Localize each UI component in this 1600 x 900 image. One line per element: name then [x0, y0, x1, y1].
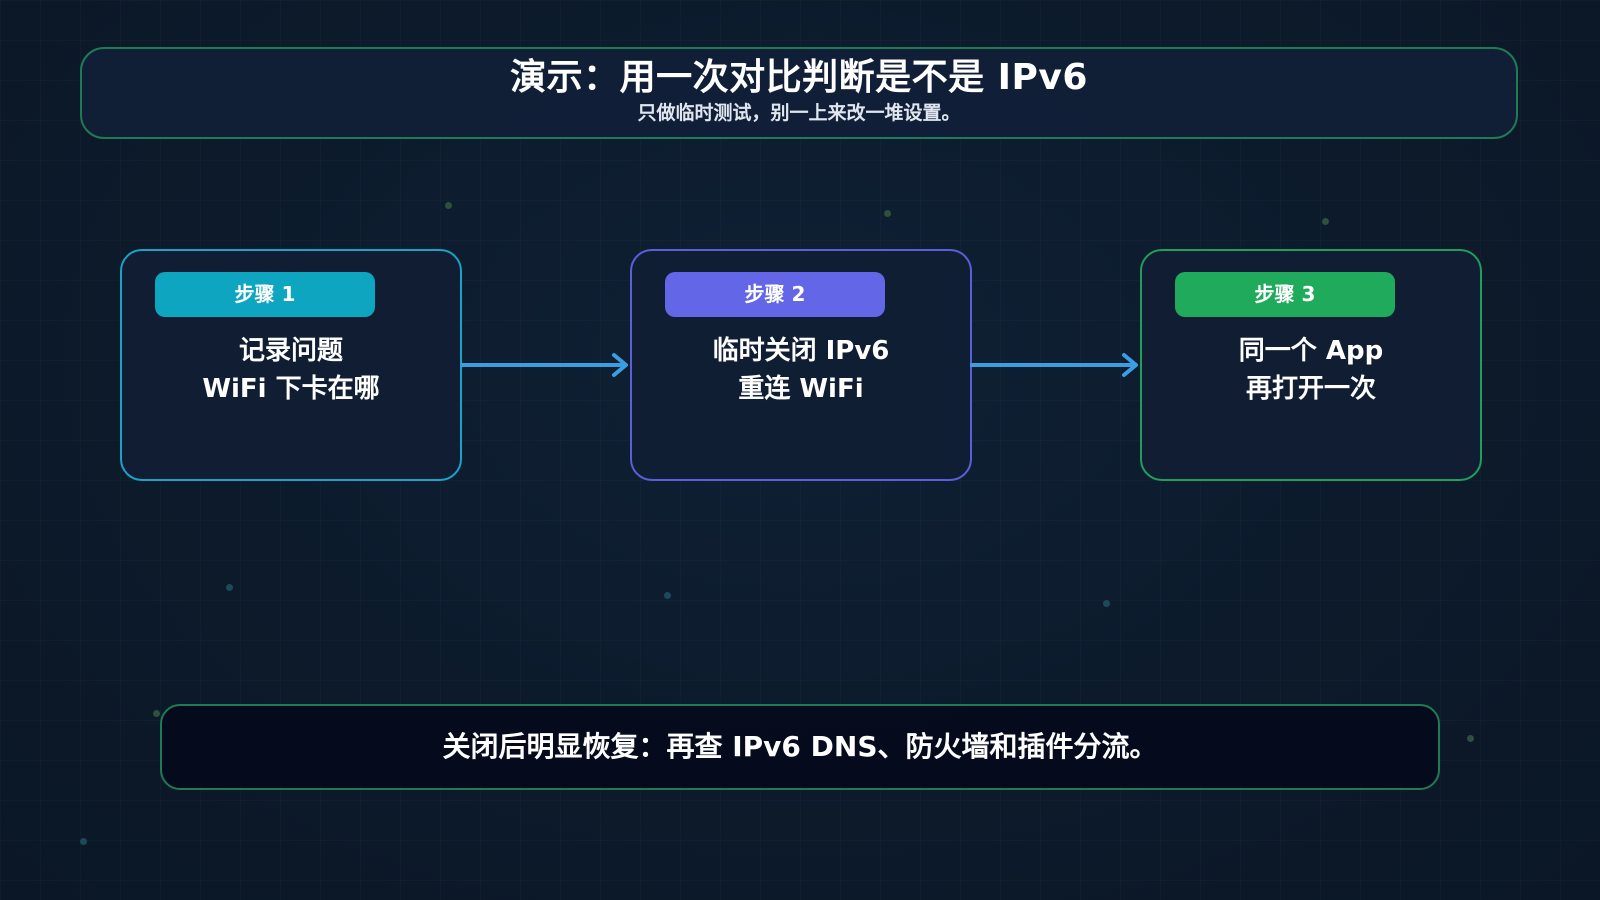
conclusion-banner: 关闭后明显恢复：再查 IPv6 DNS、防火墙和插件分流。 [160, 704, 1440, 790]
step-description-3: 同一个 App 再打开一次 [1142, 332, 1480, 408]
background-dot [1467, 735, 1474, 742]
step-description-2: 临时关闭 IPv6 重连 WiFi [632, 332, 970, 408]
page-title: 演示：用一次对比判断是不是 IPv6 [510, 57, 1088, 98]
step-card-1: 步骤 1 记录问题 WiFi 下卡在哪 [120, 249, 462, 481]
background-dot [153, 710, 160, 717]
step-badge-3: 步骤 3 [1175, 272, 1395, 317]
step-3-line-2: 再打开一次 [1245, 374, 1376, 404]
step-2-line-1: 临时关闭 IPv6 [712, 336, 890, 366]
step-card-3: 步骤 3 同一个 App 再打开一次 [1140, 249, 1482, 481]
background-dot [445, 202, 452, 209]
page-subtitle: 只做临时测试，别一上来改一堆设置。 [637, 102, 961, 124]
step-1-line-1: 记录问题 [238, 336, 343, 366]
background-dot [80, 838, 87, 845]
step-description-1: 记录问题 WiFi 下卡在哪 [122, 332, 460, 408]
step-2-line-2: 重连 WiFi [738, 374, 864, 404]
background-dot [1322, 218, 1329, 225]
step-card-2: 步骤 2 临时关闭 IPv6 重连 WiFi [630, 249, 972, 481]
step-badge-1: 步骤 1 [155, 272, 375, 317]
background-dot [226, 584, 233, 591]
background-dot [884, 210, 891, 217]
header-banner: 演示：用一次对比判断是不是 IPv6 只做临时测试，别一上来改一堆设置。 [80, 47, 1518, 139]
background-dot [664, 592, 671, 599]
step-1-line-2: WiFi 下卡在哪 [202, 374, 380, 404]
conclusion-text: 关闭后明显恢复：再查 IPv6 DNS、防火墙和插件分流。 [442, 730, 1158, 763]
background-dot [1103, 600, 1110, 607]
connector-arrow-1 [460, 353, 628, 377]
step-3-line-1: 同一个 App [1238, 336, 1384, 366]
step-badge-2: 步骤 2 [665, 272, 885, 317]
connector-arrow-2 [970, 353, 1138, 377]
